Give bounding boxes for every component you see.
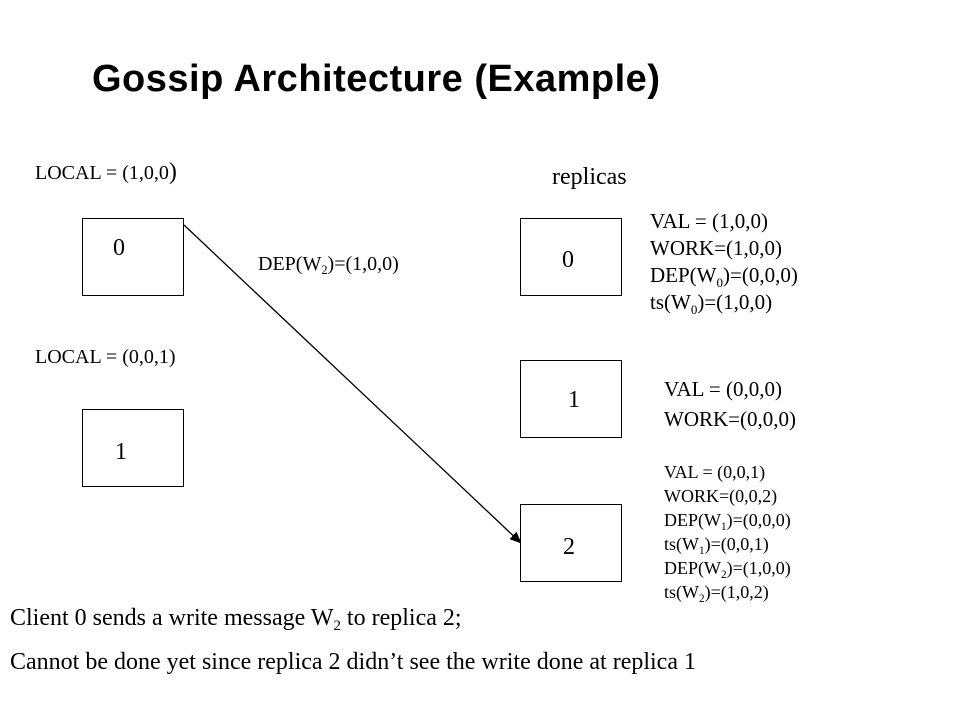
slide-title: Gossip Architecture (Example) [92, 58, 661, 100]
replica-0-state: VAL = (1,0,0) WORK=(1,0,0) DEP(W0)=(0,0,… [650, 208, 798, 316]
client-1-local-label: LOCAL = (0,0,1) [35, 346, 176, 368]
client-1-box [82, 409, 184, 487]
replica-2-label: 2 [563, 534, 575, 560]
replica-1-work: WORK=(0,0,0) [664, 407, 796, 431]
replica-0-val: VAL = (1,0,0) [650, 209, 769, 233]
replica-2-dep-w1: DEP(W1)=(0,0,0) [664, 510, 791, 533]
client-0-box [82, 218, 184, 296]
replica-2-work: WORK=(0,0,2) [664, 486, 778, 506]
replica-1-state: VAL = (0,0,0) WORK=(0,0,0) [664, 374, 796, 434]
client-0-local-label: LOCAL = (1,0,0) [35, 159, 177, 185]
message-dependency-label: DEP(W2)=(1,0,0) [258, 253, 399, 278]
client-0-label: 0 [113, 235, 125, 261]
replica-1-box [520, 360, 622, 438]
replica-0-ts: ts(W0)=(1,0,0) [650, 290, 773, 317]
replica-2-state: VAL = (0,0,1) WORK=(0,0,2) DEP(W1)=(0,0,… [664, 460, 791, 604]
client-1-label: 1 [115, 439, 127, 465]
replica-1-val: VAL = (0,0,0) [664, 377, 783, 401]
replica-0-box [520, 218, 622, 296]
replica-0-label: 0 [562, 247, 574, 273]
caption-line-1: Client 0 sends a write message W2 to rep… [10, 605, 462, 635]
caption-line-2: Cannot be done yet since replica 2 didn’… [10, 649, 696, 675]
replica-2-ts-w1: ts(W1)=(0,0,1) [664, 534, 769, 557]
replica-0-work: WORK=(1,0,0) [650, 236, 782, 260]
replica-2-box [520, 504, 622, 582]
replica-0-dep: DEP(W0)=(0,0,0) [650, 263, 798, 290]
replica-2-dep-w2: DEP(W2)=(1,0,0) [664, 558, 791, 581]
replica-2-ts-w2: ts(W2)=(1,0,2) [664, 582, 769, 605]
replicas-heading: replicas [552, 164, 627, 190]
replica-1-label: 1 [568, 387, 580, 413]
replica-2-val: VAL = (0,0,1) [664, 462, 766, 482]
